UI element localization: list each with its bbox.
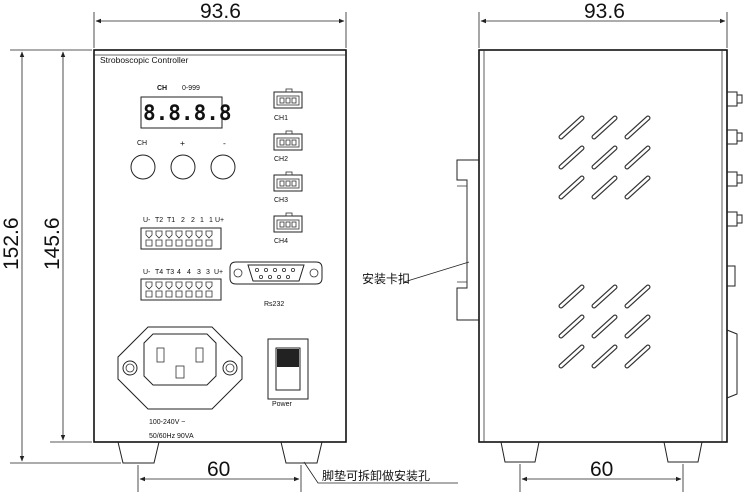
- front-dimensions: 93.6 152.6 145.6 60 脚垫可拆卸做安装孔: [0, 0, 458, 492]
- svg-text:1: 1: [200, 217, 204, 224]
- display-range-label: 0-999: [182, 85, 200, 92]
- button-label-minus: -: [223, 138, 226, 148]
- plus-button[interactable]: [170, 154, 196, 180]
- front-view: Stroboscopic Controller CH 0-999 8.8.8.8…: [93, 49, 347, 464]
- svg-text:2: 2: [181, 217, 185, 224]
- side-dimensions: 93.6 60: [478, 0, 728, 492]
- svg-text:2: 2: [191, 217, 195, 224]
- svg-text:T1: T1: [167, 217, 175, 224]
- svg-text:4: 4: [177, 269, 181, 276]
- power-inlet: [117, 326, 243, 410]
- front-panel-body: [93, 49, 347, 443]
- button-label-ch: CH: [137, 140, 147, 147]
- side-vent-upper: [558, 115, 651, 200]
- power-switch-frame: [267, 338, 309, 400]
- side-width-dimension: 93.6: [584, 0, 625, 23]
- led-display: [140, 96, 223, 129]
- minus-button[interactable]: [210, 154, 236, 180]
- svg-text:3: 3: [197, 269, 201, 276]
- front-foot-left: [117, 441, 160, 464]
- side-view: 安装卡扣: [362, 49, 743, 463]
- side-foot-spacing-dimension: 60: [590, 458, 613, 481]
- power-rating-line2: 50/60Hz 90VA: [149, 433, 194, 440]
- ch3-label: CH3: [274, 197, 288, 204]
- side-foot-left: [500, 441, 540, 463]
- panel-title: Stroboscopic Controller: [100, 55, 189, 65]
- side-vent-lower: [558, 284, 651, 369]
- svg-text:1: 1: [209, 217, 213, 224]
- svg-text:U+: U+: [214, 269, 223, 276]
- svg-text:U-: U-: [143, 217, 151, 224]
- display-channel-label: CH: [157, 85, 167, 92]
- ch1-label: CH1: [274, 115, 288, 122]
- svg-text:T3: T3: [166, 269, 174, 276]
- side-foot-right: [663, 441, 703, 463]
- body-height-dimension: 145.6: [41, 217, 64, 270]
- front-width-dimension: 93.6: [200, 0, 241, 23]
- front-foot-right: [280, 441, 323, 464]
- ch-button[interactable]: [130, 154, 156, 180]
- feet-removable-note: 脚垫可拆卸做安装孔: [322, 468, 430, 483]
- rs232-port: [229, 261, 323, 285]
- ch4-label: CH4: [274, 238, 288, 245]
- svg-text:T4: T4: [155, 269, 163, 276]
- ch1-connector: [273, 88, 303, 109]
- rs232-label: Rs232: [264, 301, 284, 308]
- power-switch[interactable]: [275, 347, 301, 391]
- ch3-connector: [273, 171, 303, 192]
- terminal-block-1: U- T2 T1 2 2 1 1 U+: [140, 217, 224, 250]
- ch2-label: CH2: [274, 156, 288, 163]
- ch2-connector: [273, 130, 303, 151]
- total-height-dimension: 152.6: [0, 217, 23, 270]
- side-connectors: [726, 91, 743, 399]
- terminal-block-2: U- T4 T3 4 4 3 3 U+: [140, 269, 223, 301]
- din-rail-clip: [456, 159, 479, 321]
- svg-text:U-: U-: [143, 269, 151, 276]
- front-foot-spacing-dimension: 60: [207, 458, 230, 481]
- svg-text:T2: T2: [155, 217, 163, 224]
- power-switch-label: Power: [272, 401, 293, 408]
- led-display-readout: 8.8.8.8: [143, 101, 232, 125]
- button-label-plus: +: [180, 138, 185, 148]
- side-panel-body: [478, 49, 728, 443]
- power-rating-line1: 100-240V ~: [149, 419, 185, 426]
- svg-text:U+: U+: [215, 217, 224, 224]
- ch4-connector: [273, 212, 303, 233]
- svg-text:4: 4: [187, 269, 191, 276]
- mounting-clip-label: 安装卡扣: [362, 271, 410, 286]
- svg-text:3: 3: [206, 269, 210, 276]
